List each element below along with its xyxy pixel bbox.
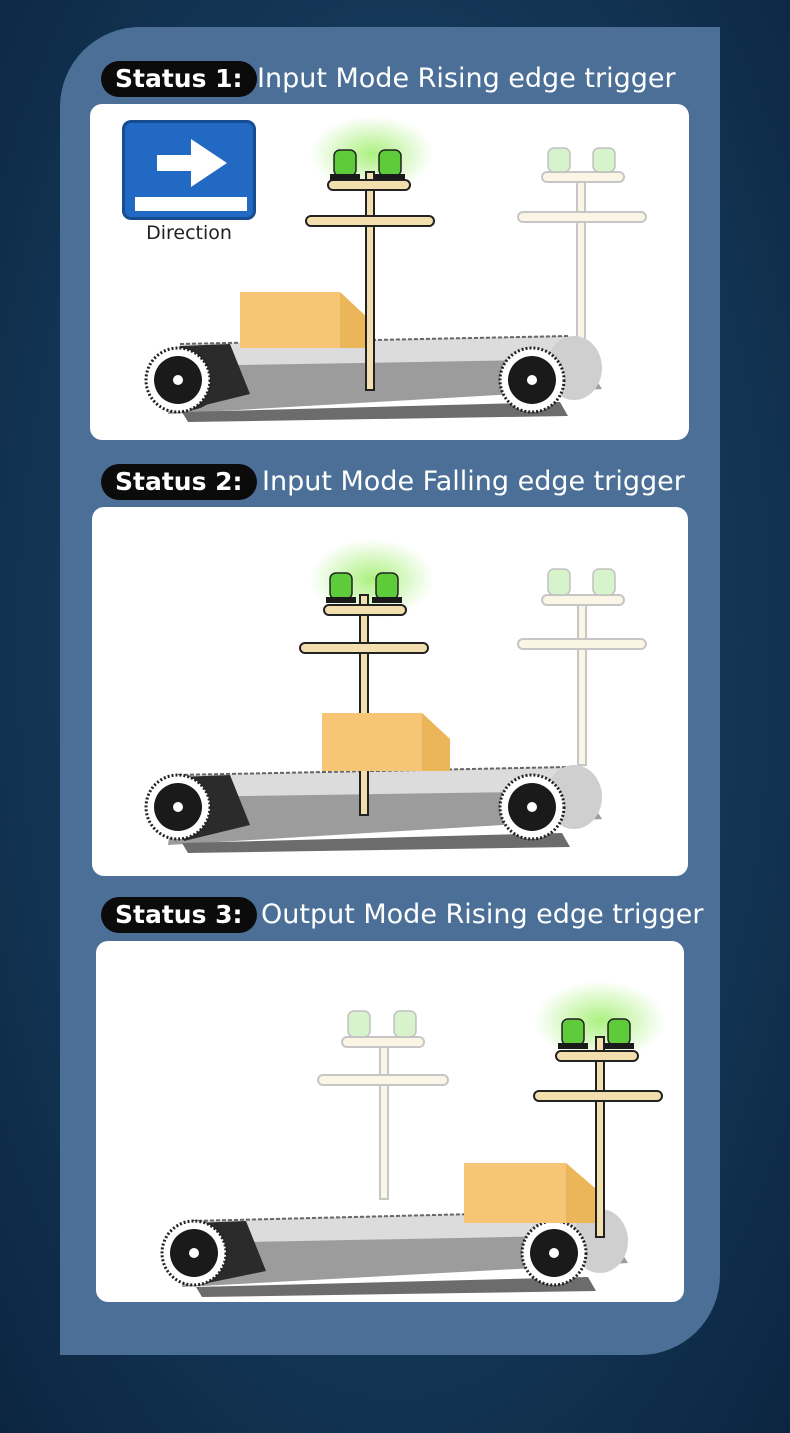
status-2-badge: Status 2: [101,464,257,500]
left-roller [144,346,212,414]
green-beacon-icon [547,568,616,596]
right-roller [498,346,566,414]
green-beacon-icon [558,1018,634,1049]
status-2-card [92,507,688,876]
status-2-caption: Input Mode Falling edge trigger [262,466,685,497]
direction-sign [122,120,256,220]
active-post [305,149,435,391]
left-roller [144,773,212,841]
status-3-card [96,941,684,1302]
status-3-illustration [160,981,666,1297]
status-1-card: Direction [90,104,689,440]
right-roller [520,1219,588,1287]
diagram-panel: Status 1: Input Mode Rising edge trigger [60,27,720,1355]
status-3-header: Status 3: Output Mode Rising edge trigge… [101,897,721,933]
status-1-caption: Input Mode Rising edge trigger [257,63,676,94]
inactive-post [517,568,647,766]
green-beacon-icon [347,1010,417,1038]
cardboard-box [464,1163,596,1223]
green-beacon-icon [547,147,616,173]
status-3-badge: Status 3: [101,897,257,933]
green-beacon-icon [326,572,402,603]
active-post [299,572,429,816]
inactive-post [517,147,647,349]
status-2-header: Status 2: Input Mode Falling edge trigge… [101,464,721,500]
status-1-badge: Status 1: [101,61,257,97]
right-roller [498,773,566,841]
active-post [533,1018,663,1238]
direction-label: Direction [146,222,232,244]
status-1-illustration [144,116,647,422]
conveyor-belt [168,765,602,853]
status-1-header: Status 1: Input Mode Rising edge trigger [101,61,721,97]
inactive-post [317,1010,449,1200]
cardboard-box [240,292,370,348]
green-beacon-icon [330,149,405,180]
arrow-right-icon [135,139,247,211]
status-3-caption: Output Mode Rising edge trigger [261,899,704,930]
left-roller [160,1219,228,1287]
cardboard-box [322,713,450,771]
status-2-illustration [144,539,647,853]
